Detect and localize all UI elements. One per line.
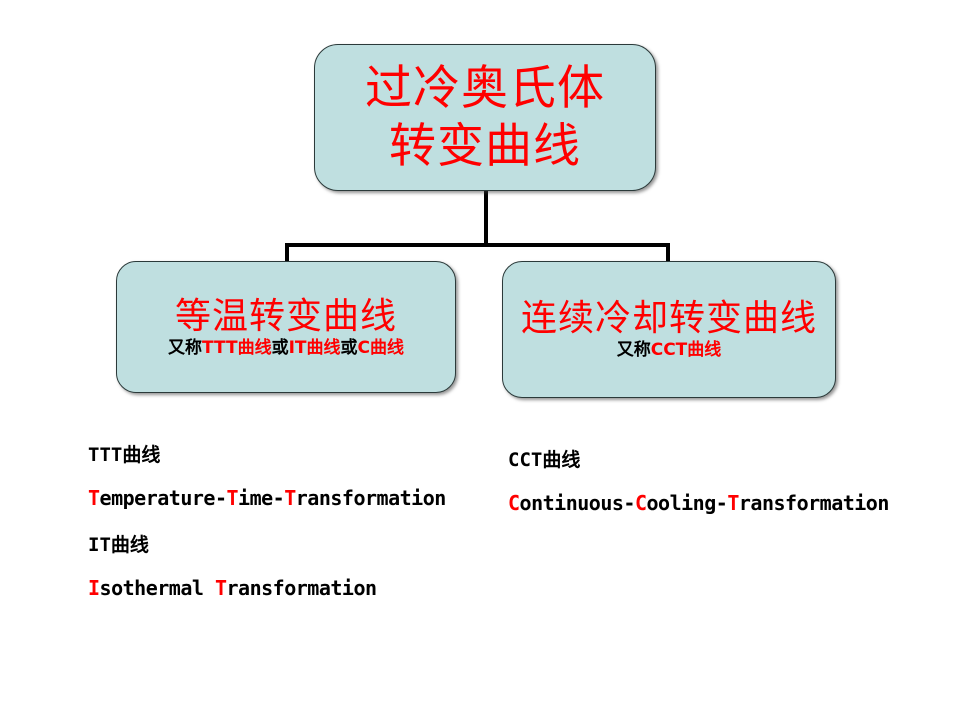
node-isothermal-transformation-curve[interactable]: 等温转变曲线 又称TTT曲线或IT曲线或C曲线 — [116, 261, 456, 393]
expansion-initial-1: C — [634, 491, 647, 515]
expansion-initial-0: C — [508, 491, 520, 515]
connector-trunk-vertical — [484, 190, 488, 246]
left-sub-conj-1: 或 — [271, 337, 289, 358]
left-node-title: 等温转变曲线 — [174, 295, 397, 337]
note-group-cct: CCT曲线 Continuous-Cooling-Transformation — [508, 445, 938, 515]
expansion-initial-2: T — [727, 491, 739, 515]
connector-horizontal-bar — [285, 243, 670, 247]
expansion-initial-1: T — [214, 576, 227, 600]
note-expansion-ttt: Temperature-Time-Transformation — [88, 486, 498, 510]
expansion-rest-0: emperature- — [99, 486, 227, 510]
expansion-initial-0: I — [88, 576, 100, 600]
note-heading-cct: CCT曲线 — [508, 449, 581, 471]
right-sub-prefix: 又称 — [616, 340, 651, 361]
expansion-rest-2: ransformation — [295, 486, 447, 510]
expansion-rest-2: ransformation — [738, 491, 890, 515]
expansion-rest-1: ime- — [238, 486, 285, 510]
left-sub-item-ttt: TTT曲线 — [202, 337, 272, 358]
expansion-rest-1: ooling- — [646, 491, 728, 515]
expansion-initial-1: T — [226, 486, 239, 510]
node-root-supercooled-austenite[interactable]: 过冷奥氏体 转变曲线 — [314, 44, 656, 191]
right-node-subtitle: 又称CCT曲线 — [617, 341, 722, 360]
left-sub-conj-2: 或 — [340, 337, 358, 358]
root-title-line-2: 转变曲线 — [389, 118, 581, 174]
notes-column-right: CCT曲线 Continuous-Cooling-Transformation — [508, 445, 938, 515]
right-sub-item-cct: CCT曲线 — [650, 340, 722, 361]
note-group-it: IT曲线 Isothermal Transformation — [88, 530, 498, 600]
note-expansion-cct: Continuous-Cooling-Transformation — [508, 491, 938, 515]
left-node-subtitle: 又称TTT曲线或IT曲线或C曲线 — [168, 337, 404, 358]
left-sub-prefix: 又称 — [168, 337, 202, 358]
note-group-ttt: TTT曲线 Temperature-Time-Transformation — [88, 440, 498, 510]
left-sub-item-it: IT曲线 — [288, 337, 341, 358]
connector-drop-right — [666, 243, 670, 264]
note-heading-ttt: TTT曲线 — [88, 444, 161, 466]
right-node-title: 连续冷却转变曲线 — [520, 298, 817, 339]
expansion-rest-0: sothermal — [99, 576, 215, 600]
note-heading-it: IT曲线 — [88, 534, 149, 556]
expansion-rest-0: ontinuous- — [519, 491, 636, 515]
node-continuous-cooling-transformation-curve[interactable]: 连续冷却转变曲线 又称CCT曲线 — [502, 261, 836, 398]
connector-drop-left — [285, 243, 289, 264]
expansion-initial-2: T — [284, 486, 296, 510]
expansion-rest-1: ransformation — [226, 576, 378, 600]
note-expansion-it: Isothermal Transformation — [88, 576, 498, 600]
left-sub-item-c: C曲线 — [357, 337, 404, 358]
notes-column-left: TTT曲线 Temperature-Time-Transformation IT… — [88, 440, 498, 600]
expansion-initial-0: T — [88, 486, 100, 510]
root-title-line-1: 过冷奥氏体 — [365, 60, 605, 116]
root-title: 过冷奥氏体 转变曲线 — [365, 60, 605, 176]
